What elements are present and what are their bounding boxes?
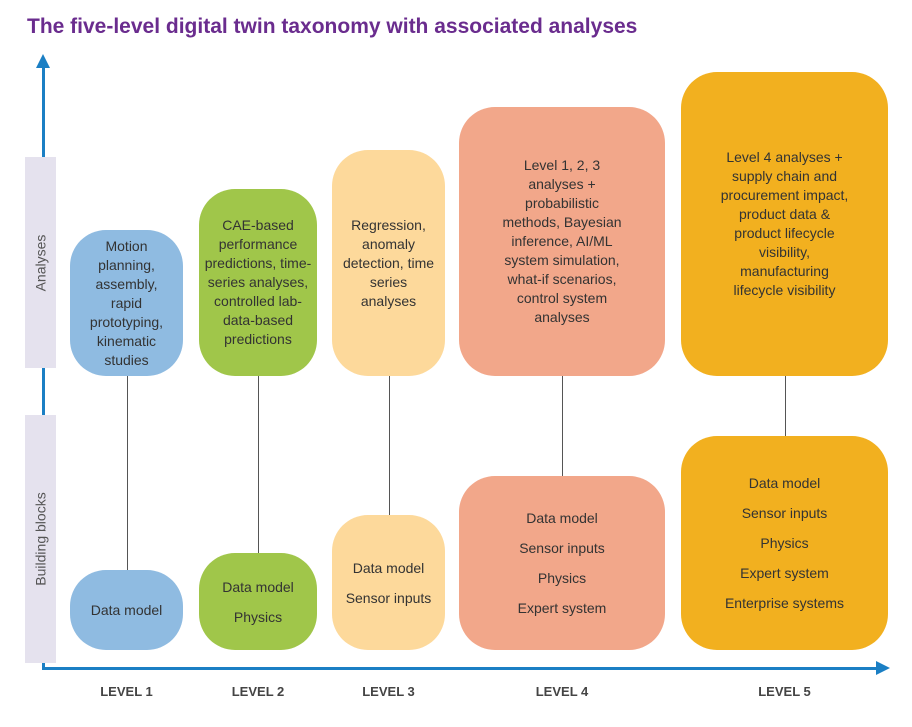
connector-line — [126, 376, 128, 570]
analyses-text: Regression, anomaly detection, time seri… — [342, 216, 435, 309]
building-block-item: Data model — [526, 510, 598, 526]
building-block-item: Sensor inputs — [519, 540, 605, 556]
analyses-text: Motion planning, assembly, rapid prototy… — [89, 237, 164, 368]
connector-line — [388, 376, 390, 515]
level-1-analyses-box: Motion planning, assembly, rapid prototy… — [70, 230, 183, 376]
level-3-analyses-box: Regression, anomaly detection, time seri… — [332, 150, 445, 376]
x-axis-arrow-icon — [876, 661, 890, 675]
building-block-item: Expert system — [740, 565, 829, 581]
level-2-label: LEVEL 2 — [231, 684, 285, 699]
building-block-item: Data model — [90, 602, 163, 618]
analyses-band: Analyses — [25, 157, 56, 368]
building-block-item: Expert system — [517, 600, 607, 616]
level-3-label: LEVEL 3 — [362, 684, 415, 699]
building-block-item: Physics — [233, 608, 283, 625]
building-block-item: Data model — [352, 559, 425, 576]
level-1-label: LEVEL 1 — [100, 684, 153, 699]
connector-line — [258, 376, 259, 553]
analyses-text: CAE-based performance predictions, time-… — [204, 217, 312, 347]
x-axis — [42, 667, 878, 670]
building-block-item: Enterprise systems — [724, 595, 845, 611]
level-1-building-blocks-box: Data model — [70, 570, 183, 650]
building-block-item: Data model — [222, 578, 294, 595]
level-5-label: LEVEL 5 — [758, 684, 811, 699]
connector-line — [562, 376, 563, 476]
y-axis-arrow-icon — [36, 54, 50, 68]
level-2-analyses-box: CAE-based performance predictions, time-… — [199, 189, 317, 376]
diagram-title: The five-level digital twin taxonomy wit… — [27, 15, 638, 38]
building-block-item: Physics — [760, 535, 809, 551]
analyses-text: Level 4 analyses + supply chain and proc… — [720, 149, 849, 298]
analyses-label: Analyses — [32, 234, 49, 291]
connector-line — [784, 376, 786, 436]
level-4-analyses-box: Level 1, 2, 3 analyses + probabilistic m… — [459, 107, 665, 376]
analyses-text: Level 1, 2, 3 analyses + probabilistic m… — [502, 157, 622, 325]
building-blocks-label: Building blocks — [32, 492, 49, 586]
building-block-item: Sensor inputs — [741, 505, 828, 521]
level-4-label: LEVEL 4 — [535, 684, 589, 699]
building-blocks-band: Building blocks — [25, 415, 56, 663]
level-5-analyses-box: Level 4 analyses + supply chain and proc… — [681, 72, 888, 376]
building-block-item: Sensor inputs — [345, 589, 432, 606]
building-block-item: Physics — [537, 570, 587, 586]
building-block-item: Data model — [748, 475, 821, 491]
